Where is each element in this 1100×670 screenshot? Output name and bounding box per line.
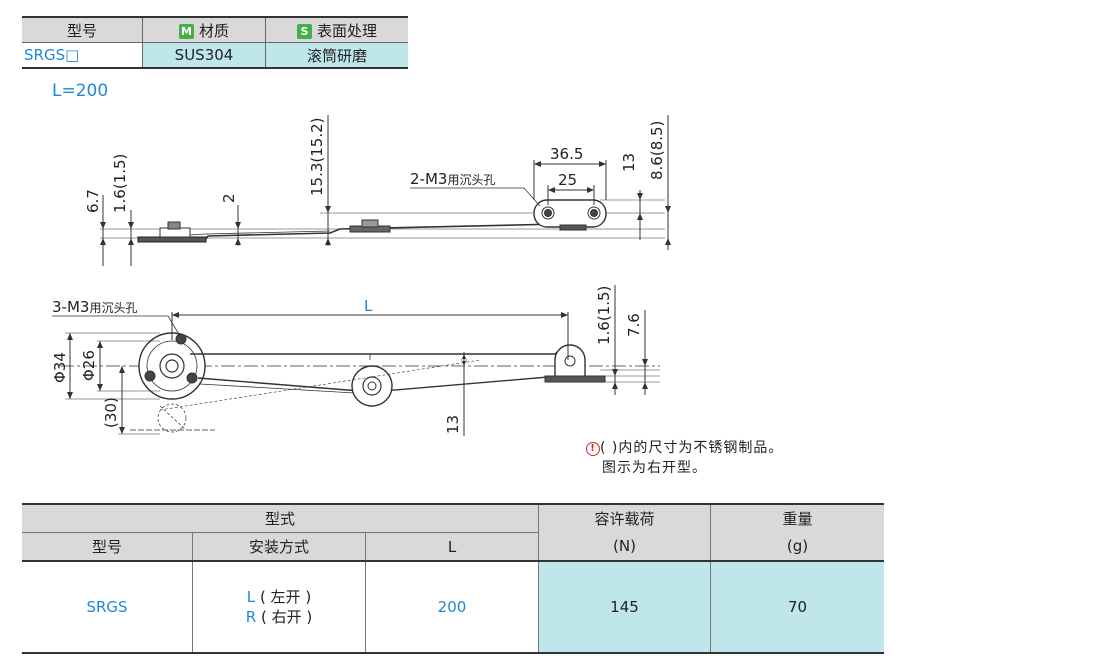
mount-left-code: L (246, 588, 256, 606)
spec-model-value: SRGS□ (22, 42, 143, 69)
mount-left: L ( 左开 ) (193, 587, 365, 607)
hole-note-bottom: 3-M3用沉头孔 (52, 298, 137, 316)
row-weight: 70 (710, 561, 884, 654)
technical-drawing: 6.7 1.6(1.5) 2 15.3(15.2) 36.5 25 13 8.6… (51, 115, 671, 436)
header-type-group: 型式 (22, 503, 539, 533)
header-load: 容许载荷 (538, 503, 711, 533)
surface-badge-icon: S (296, 23, 312, 39)
header-model: 型号 (22, 532, 193, 562)
table-row: SRGS L ( 左开 ) R ( 右开 ) 200 145 70 (22, 561, 884, 654)
dim-1-6: 1.6(1.5) (111, 154, 129, 213)
spec-table-row: SRGS□ SUS304 滚筒研磨 (22, 42, 408, 69)
dim-15-3: 15.3(15.2) (308, 117, 326, 196)
spec-header-material-label: 材质 (198, 21, 229, 40)
dim-30: (30) (102, 397, 120, 428)
note-line-2: 图示为右开型。 (602, 460, 707, 476)
hole-note-top: 2-M3用沉头孔 (410, 170, 495, 188)
note-line-1: !( )内的尺寸为不锈钢制品。 (586, 438, 783, 458)
spec-material-value: SUS304 (142, 42, 266, 69)
row-load: 145 (538, 561, 711, 654)
dim-36-5: 36.5 (550, 145, 583, 163)
model-table: 型式 容许载荷 重量 型号 安装方式 L (N) (g) SRGS L ( 左开… (22, 503, 884, 654)
model-table-header-1: 型式 容许载荷 重量 (22, 503, 884, 533)
dim-1-6-plan: 1.6(1.5) (595, 286, 613, 345)
dim-13-bottom: 13 (444, 415, 462, 434)
note-block: !( )内的尺寸为不锈钢制品。 图示为右开型。 (586, 438, 783, 478)
model-table-header-2: 型号 安装方式 L (N) (g) (22, 532, 884, 562)
spec-surface-value: 滚筒研磨 (265, 42, 408, 69)
header-weight-unit: (g) (710, 532, 884, 562)
mount-left-text: ( 左开 ) (259, 588, 312, 606)
row-mounting: L ( 左开 ) R ( 右开 ) (192, 561, 366, 654)
note-text-1: ( )内的尺寸为不锈钢制品。 (600, 440, 784, 456)
header-length: L (365, 532, 539, 562)
length-label: L=200 (52, 81, 109, 101)
row-length: 200 (365, 561, 539, 654)
dim-6-7: 6.7 (84, 189, 102, 213)
mount-right-text: ( 右开 ) (260, 608, 313, 626)
warning-icon: ! (586, 442, 600, 456)
spec-header-surface-label: 表面处理 (316, 21, 377, 40)
dim-2: 2 (220, 193, 238, 203)
mount-right: R ( 右开 ) (193, 607, 365, 627)
spec-header-model: 型号 (22, 16, 143, 43)
dim-phi34: Φ34 (51, 352, 69, 383)
mount-right-code: R (245, 608, 257, 626)
dim-13-top: 13 (620, 153, 638, 172)
dim-phi26: Φ26 (80, 350, 98, 381)
dim-8-6: 8.6(8.5) (648, 121, 666, 180)
dim-7-6: 7.6 (625, 313, 643, 337)
header-load-unit: (N) (538, 532, 711, 562)
material-badge-icon: M (178, 23, 194, 39)
header-mounting: 安装方式 (192, 532, 366, 562)
header-weight: 重量 (710, 503, 884, 533)
dim-25: 25 (558, 171, 577, 189)
dim-l: L (364, 297, 373, 315)
row-model: SRGS (22, 561, 193, 654)
